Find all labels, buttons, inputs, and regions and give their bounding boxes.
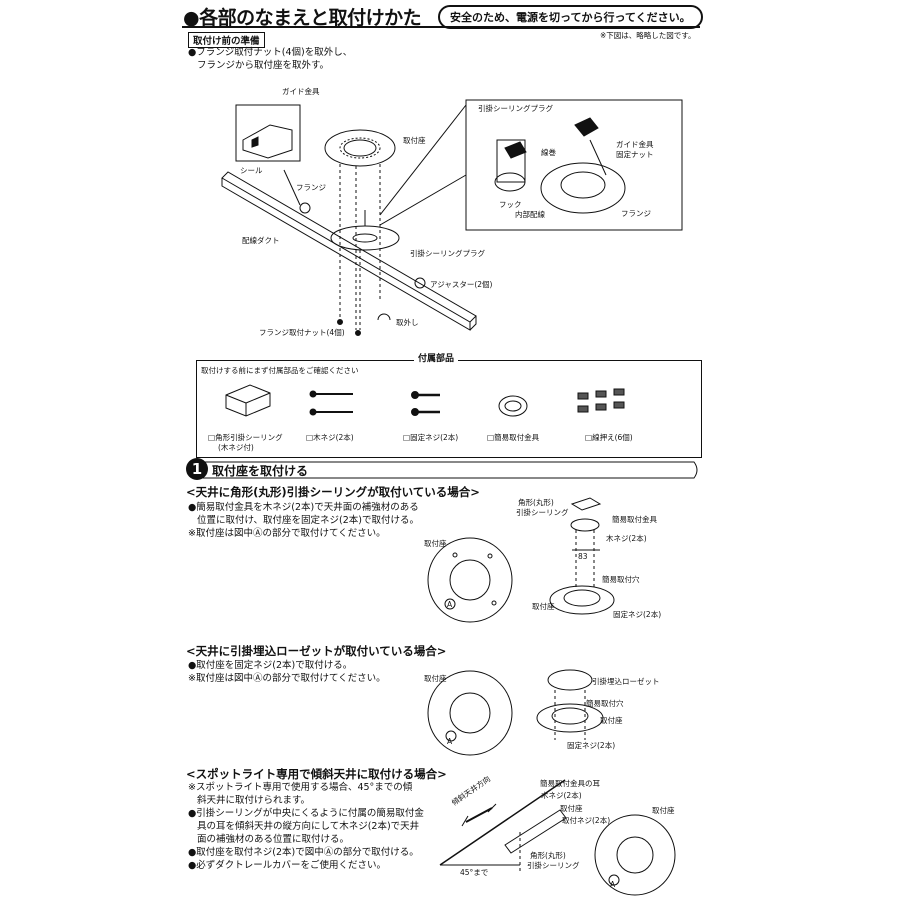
detail-label-guide-1: ガイド金具 bbox=[616, 140, 654, 149]
case1-fig-dim: 83 bbox=[578, 552, 588, 561]
case1-line3: ※取付座は図中Ⓐの部分で取付けてください。 bbox=[188, 528, 386, 539]
case2-line1: ●取付座を固定ネジ(2本)で取付ける。 bbox=[188, 660, 353, 671]
case1-line1: ●簡易取付金具を木ネジ(2本)で天井面の補強材のある bbox=[188, 502, 419, 513]
case3-fig-mount-seat-2: 取付座 bbox=[652, 806, 675, 815]
case1-fig-wood-screw: 木ネジ(2本) bbox=[606, 534, 647, 543]
accessory-4-label: □簡易取付金具 bbox=[487, 433, 540, 442]
accessory-5-label: □線押え(6個) bbox=[585, 433, 633, 442]
case2-seat-topview bbox=[427, 670, 513, 756]
case3-fig-angle: 45°まで bbox=[460, 868, 489, 877]
case3-line3: ●引掛シーリングが中央にくるように付属の簡易取付金 bbox=[188, 808, 424, 819]
detail-label-hook: フック bbox=[499, 200, 522, 209]
prep-text-2: フランジから取付座を取外す。 bbox=[197, 60, 330, 71]
case3-seat-topview bbox=[594, 814, 676, 896]
case3-line1: ※スポットライト専用で使用する場合、45°までの傾 bbox=[188, 782, 413, 793]
safety-note: 安全のため、電源を切ってから行ってください。 bbox=[438, 5, 703, 29]
figure-note: ※下図は、略略した図です。 bbox=[600, 31, 696, 40]
case2-fig-rosette: 引掛埋込ローゼット bbox=[592, 677, 660, 686]
detail-label-flange: フランジ bbox=[621, 209, 651, 218]
case3-heading: <スポットライト専用で傾斜天井に取付ける場合> bbox=[186, 767, 447, 781]
wiring-duct-shape bbox=[221, 171, 477, 323]
case1-ceiling-part bbox=[570, 497, 602, 511]
case1-heading: <天井に角形(丸形)引掛シーリングが取付いている場合> bbox=[186, 485, 480, 499]
label-guide-fitting: ガイド金具 bbox=[282, 87, 320, 96]
case3-fig-slope-dir: 傾斜天井方向 bbox=[450, 774, 493, 808]
label-remove: 取外し bbox=[396, 318, 419, 327]
case3-fig-a: A bbox=[610, 880, 616, 889]
case3-line6: ●取付座を取付ネジ(2本)で図中Ⓐの部分で取付ける。 bbox=[188, 847, 419, 858]
case2-fig-a: A bbox=[447, 737, 453, 746]
case2-heading: <天井に引掛埋込ローゼットが取付いている場合> bbox=[186, 644, 447, 658]
case1-fig-simple-fitting: 簡易取付金具 bbox=[612, 515, 657, 524]
case3-fig-ceiling-1: 角形(丸形) bbox=[530, 851, 566, 860]
section-number: 1 bbox=[186, 458, 208, 480]
case1-fig-simple-hole: 簡易取付穴 bbox=[602, 575, 640, 584]
prep-text-1: ●フランジ取付ナット(4個)を取外し、 bbox=[188, 47, 353, 58]
accessory-3-label: □固定ネジ(2本) bbox=[403, 433, 459, 442]
case2-rosette bbox=[547, 669, 593, 691]
detail-label-hanging-plug: 引掛シーリングプラグ bbox=[478, 104, 553, 113]
case1-fig-mount-seat: 取付座 bbox=[424, 539, 447, 548]
case2-line2: ※取付座は図中Ⓐの部分で取付けてください。 bbox=[188, 673, 386, 684]
case3-line5: 面の補強材のある位置に取付ける。 bbox=[197, 834, 350, 845]
case3-line2: 斜天井に取付けられます。 bbox=[197, 795, 311, 806]
case2-fig-mount-seat-2: 取付座 bbox=[600, 716, 623, 725]
detail-flange-shape bbox=[540, 162, 626, 214]
accessories-intro: 取付けする前にまず付属部品をご確認ください bbox=[201, 366, 359, 375]
case2-fig-fix-screw: 固定ネジ(2本) bbox=[567, 741, 616, 750]
case2-fig-mount-seat: 取付座 bbox=[424, 674, 447, 683]
label-hanging-plug: 引掛シーリングプラグ bbox=[410, 249, 485, 258]
label-seal: シール bbox=[240, 166, 263, 175]
label-mount-seat: 取付座 bbox=[403, 136, 426, 145]
case3-fig-mount-screw: 取付ネジ(2本) bbox=[562, 816, 611, 825]
case1-line2: 位置に取付け、取付座を固定ネジ(2本)で取付ける。 bbox=[197, 515, 419, 526]
case3-fig-ear: 簡易取付金具の耳 bbox=[540, 779, 600, 788]
detail-label-guide-2: 固定ナット bbox=[616, 150, 654, 159]
case1-fig-fix-screw: 固定ネジ(2本) bbox=[613, 610, 662, 619]
label-adjuster: アジャスター(2個) bbox=[430, 280, 493, 289]
case3-line4: 具の耳を傾斜天井の縦方向にして木ネジ(2本)で天井 bbox=[197, 821, 420, 832]
label-wiring-duct: 配線ダクト bbox=[242, 236, 280, 245]
accessories-title: 付属部品 bbox=[414, 354, 459, 365]
case1-fig-a: A bbox=[447, 600, 453, 609]
case3-fig-mount-seat: 取付座 bbox=[560, 804, 583, 813]
guide-fitting-inset bbox=[235, 104, 301, 162]
detail-label-wire-binding: 線巻 bbox=[541, 148, 556, 157]
mount-seat-shape bbox=[324, 129, 396, 167]
label-flange: フランジ bbox=[296, 183, 326, 192]
case1-fig-ceiling-1: 角形(丸形) bbox=[518, 498, 554, 507]
accessory-2-label: □木ネジ(2本) bbox=[306, 433, 354, 442]
detail-label-internal-wiring: 内部配線 bbox=[515, 210, 545, 219]
section-title: 取付座を取付ける bbox=[212, 464, 309, 478]
case3-line7: ●必ずダクトレールカバーをご使用ください。 bbox=[188, 860, 387, 871]
label-flange-nut: フランジ取付ナット(4個) bbox=[259, 328, 345, 337]
flange-shape bbox=[330, 225, 400, 251]
accessory-1-label: □角形引掛シーリング bbox=[208, 433, 283, 442]
case1-seat-topview bbox=[427, 537, 513, 623]
accessory-1-sub: (木ネジ付) bbox=[218, 443, 254, 452]
case3-fig-ceiling-2: 引掛シーリング bbox=[527, 861, 580, 870]
case2-fig-simple-hole: 簡易取付穴 bbox=[586, 699, 624, 708]
header-rule bbox=[182, 26, 700, 28]
case1-fig-ceiling-2: 引掛シーリング bbox=[516, 508, 569, 517]
case1-fig-mount-seat-2: 取付座 bbox=[532, 602, 555, 611]
case3-fig-wood-screw: 木ネジ(2本) bbox=[541, 791, 582, 800]
page-title: ●各部のなまえと取付けかた bbox=[183, 7, 422, 29]
prep-label: 取付け前の準備 bbox=[188, 32, 265, 48]
